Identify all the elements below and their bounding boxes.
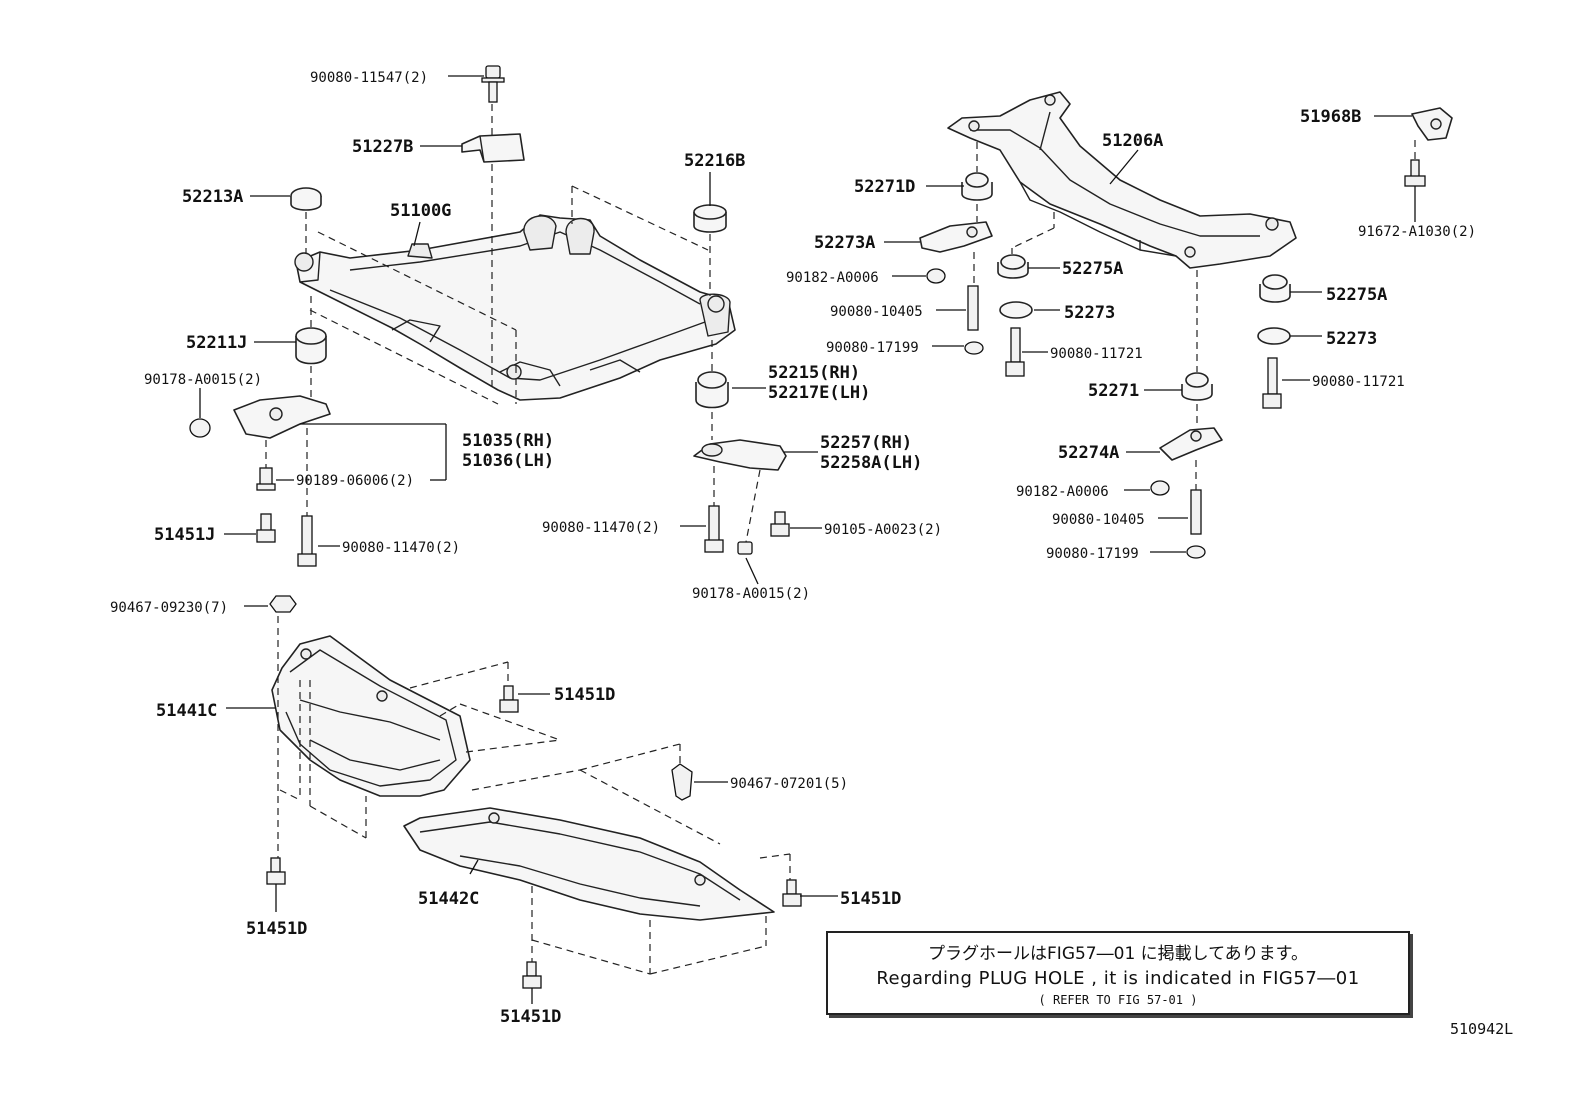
bolt-90080-11470-left (297, 515, 317, 567)
nut-90182-a0006-upper (926, 268, 946, 284)
bolt-90080-11721-right (1262, 357, 1282, 409)
label-52271d: 52271D (854, 177, 915, 197)
nut-90182-a0006-lower (1150, 480, 1170, 496)
label-52271: 52271 (1088, 381, 1139, 401)
label-52211j: 52211J (186, 333, 247, 353)
label-90178-a0015-center: 90178-A0015(2) (692, 586, 810, 602)
plug-hole-note: プラグホールはFIG57―01 に掲載してあります。 Regarding PLU… (826, 931, 1410, 1015)
rear-crossmember-51206a (947, 91, 1297, 269)
cushion-52271d (961, 172, 993, 201)
label-51035-rh: 51035(RH) (462, 431, 554, 451)
bolt-51451d-right (782, 879, 802, 907)
figure-id: 510942L (1450, 1020, 1514, 1038)
bracket-52273a (919, 221, 993, 253)
label-90080-11547: 90080-11547(2) (310, 70, 428, 86)
label-90080-10405-upper: 90080-10405 (830, 304, 923, 320)
bolt-90105-a0023 (770, 511, 790, 537)
bolt-51451d-left (266, 857, 286, 885)
nut-90178-a0015-left (189, 418, 211, 438)
bracket-51227b (461, 133, 525, 163)
washer-52273-center (999, 301, 1033, 319)
cushion-52275a-right (1259, 274, 1291, 303)
label-52273a: 52273A (814, 233, 875, 253)
label-52273-center: 52273 (1064, 303, 1115, 323)
front-crossmember-51100g (294, 214, 736, 401)
label-90467-09230: 90467-09230(7) (110, 600, 228, 616)
label-51451j: 51451J (154, 525, 215, 545)
label-52257-rh: 52257(RH) (820, 433, 912, 453)
bracket-52274a (1159, 427, 1223, 461)
label-90080-11721-center: 90080-11721 (1050, 346, 1143, 362)
label-90080-11470-center: 90080-11470(2) (542, 520, 660, 536)
label-52275a-right: 52275A (1326, 285, 1387, 305)
bracket-51035 (233, 395, 331, 439)
label-52258a-lh: 52258A(LH) (820, 453, 922, 473)
label-51451d-upper: 51451D (554, 685, 615, 705)
bolt-51451d-upper (499, 685, 519, 713)
nut-90080-17199-lower (1186, 545, 1206, 559)
label-52216b: 52216B (684, 151, 745, 171)
label-51227b: 51227B (352, 137, 413, 157)
nut-90080-17199-upper (964, 341, 984, 355)
cushion-52275a-center (997, 254, 1029, 279)
label-51100g: 51100G (390, 201, 451, 221)
cushion-52216b (693, 204, 727, 233)
stud-90080-10405-upper (967, 285, 979, 331)
label-51206a: 51206A (1102, 131, 1163, 151)
label-51451d-left: 51451D (246, 919, 307, 939)
leader-lines (199, 75, 1416, 1004)
cushion-52213a (290, 187, 322, 211)
label-90182-a0006-upper: 90182-A0006 (786, 270, 879, 286)
cushion-52215 (695, 371, 729, 409)
bolt-90189-06006 (256, 467, 276, 491)
bracket-52257 (693, 439, 787, 471)
assembly-dashed-lines (265, 104, 1416, 975)
label-90080-17199-lower: 90080-17199 (1046, 546, 1139, 562)
label-90080-17199-upper: 90080-17199 (826, 340, 919, 356)
label-90178-a0015-left: 90178-A0015(2) (144, 372, 262, 388)
label-90080-10405-lower: 90080-10405 (1052, 512, 1145, 528)
bolt-90080-11721-center (1005, 327, 1025, 377)
label-52215-rh: 52215(RH) (768, 363, 860, 383)
label-51968b: 51968B (1300, 107, 1361, 127)
nut-90178-a0015-center (737, 541, 753, 555)
label-52275a-center: 52275A (1062, 259, 1123, 279)
label-90080-11721-right: 90080-11721 (1312, 374, 1405, 390)
label-51451d-right: 51451D (840, 889, 901, 909)
bolt-51451j (256, 513, 276, 543)
label-52273-right: 52273 (1326, 329, 1377, 349)
under-cover-51442c (403, 807, 775, 921)
label-90105-a0023: 90105-A0023(2) (824, 522, 942, 538)
note-japanese-text: プラグホールはFIG57―01 に掲載してあります。 (928, 944, 1308, 964)
label-90080-11470-left: 90080-11470(2) (342, 540, 460, 556)
bolt-90080-11470-center (704, 505, 724, 553)
under-cover-51441c (271, 635, 471, 797)
note-reference-text: ( REFER TO FIG 57-01 ) (1038, 993, 1198, 1007)
cushion-52271 (1181, 372, 1213, 401)
bolt-90080-11547 (481, 65, 505, 103)
label-90189-06006: 90189-06006(2) (296, 473, 414, 489)
label-90182-a0006-lower: 90182-A0006 (1016, 484, 1109, 500)
label-51442c: 51442C (418, 889, 479, 909)
washer-52273-right (1257, 327, 1291, 345)
clip-90467-09230 (269, 595, 297, 613)
label-51451d-bottom: 51451D (500, 1007, 561, 1027)
label-52213a: 52213A (182, 187, 243, 207)
label-51441c: 51441C (156, 701, 217, 721)
stud-90080-10405-lower (1190, 489, 1202, 535)
label-90467-07201: 90467-07201(5) (730, 776, 848, 792)
bracket-51968b (1404, 107, 1453, 187)
label-91672-a1030: 91672-A1030(2) (1358, 224, 1476, 240)
part-labels: 90080-11547(2) 51227B 52213A 51100G 5221… (110, 70, 1476, 1027)
clip-90467-07201 (671, 763, 693, 801)
label-52274a: 52274A (1058, 443, 1119, 463)
label-51036-lh: 51036(LH) (462, 451, 554, 471)
label-52217e-lh: 52217E(LH) (768, 383, 870, 403)
note-english-text: Regarding PLUG HOLE , it is indicated in… (876, 968, 1360, 989)
bolt-51451d-bottom (522, 961, 542, 989)
cushion-52211j (295, 327, 327, 365)
